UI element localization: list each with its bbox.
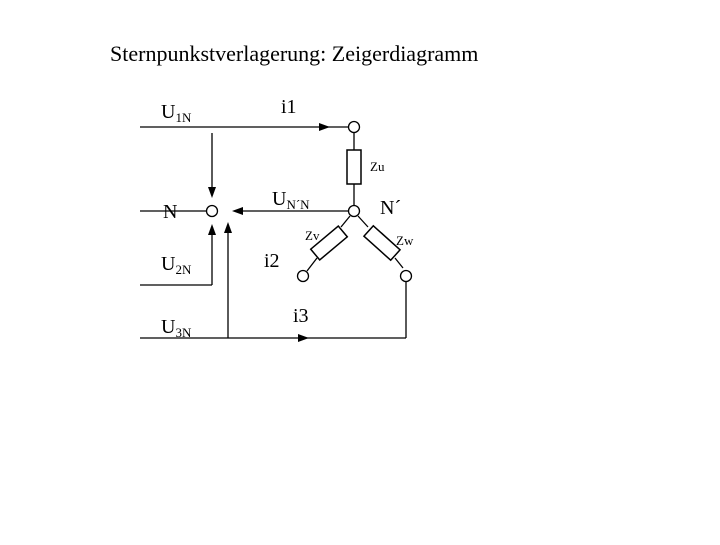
arrow-unn-head <box>232 207 243 215</box>
label-u2n: U2N <box>161 253 192 277</box>
resistor-zw <box>362 224 402 262</box>
wire-zw-bottom <box>394 257 404 269</box>
terminal-zv <box>296 269 310 283</box>
label-zw: Zw <box>396 233 414 248</box>
terminal-zw <box>399 269 413 283</box>
label-zu: Zu <box>370 159 385 174</box>
node-n-prime <box>347 204 361 218</box>
wire-zv-top <box>340 215 351 228</box>
resistor-zv <box>309 225 349 261</box>
i1-arrowhead <box>319 123 330 131</box>
wire-zw-top <box>357 215 369 228</box>
label-i1: i1 <box>281 96 297 118</box>
label-u3n: U3N <box>161 316 192 340</box>
i3-arrowhead <box>298 334 309 342</box>
node-n <box>205 204 219 218</box>
label-i3: i3 <box>293 305 309 327</box>
label-unn: UN´N <box>272 188 310 212</box>
label-n: N <box>163 201 177 223</box>
label-i2: i2 <box>264 250 280 272</box>
diagram-title: Sternpunkstverlagerung: Zeigerdiagramm <box>110 41 478 66</box>
wire-zv-bottom <box>306 257 318 272</box>
label-zv: Zv <box>305 228 320 243</box>
resistor-zu <box>346 149 362 185</box>
arrow-u1n-head <box>208 187 216 198</box>
terminal-phase-1 <box>347 120 361 134</box>
label-u1n: U1N <box>161 101 192 125</box>
arrow-u2n-head <box>208 224 216 235</box>
label-n-prime: N´ <box>380 197 401 219</box>
arrow-u3n-head <box>224 222 232 233</box>
